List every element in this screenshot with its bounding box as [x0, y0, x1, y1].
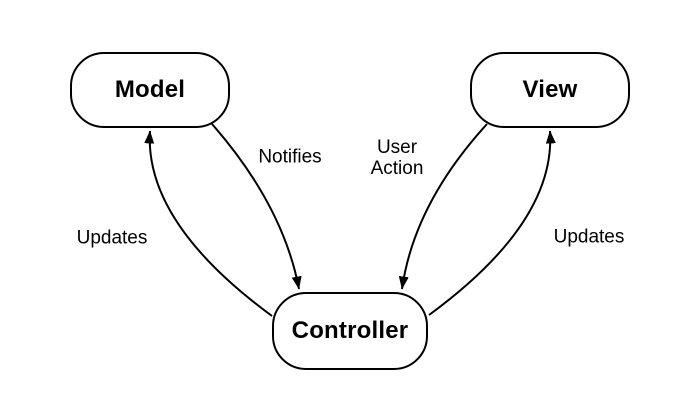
edge-label-updates-view: Updates	[553, 226, 625, 248]
node-view: View	[470, 52, 630, 128]
node-controller-label: Controller	[291, 317, 409, 344]
node-controller: Controller	[272, 292, 428, 370]
node-view-label: View	[522, 76, 578, 103]
edge-label-user-action: User Action	[370, 137, 424, 179]
edge-updates-view-arrow	[428, 130, 556, 316]
edge-updates-model-arrow	[144, 130, 273, 317]
edge-label-updates-model: Updates	[76, 227, 148, 249]
edge-label-notifies: Notifies	[258, 146, 322, 168]
node-model-label: Model	[114, 76, 186, 103]
edge-notifies-arrow	[211, 123, 302, 290]
edge-user-action-arrow	[398, 123, 488, 290]
node-model: Model	[70, 52, 230, 128]
